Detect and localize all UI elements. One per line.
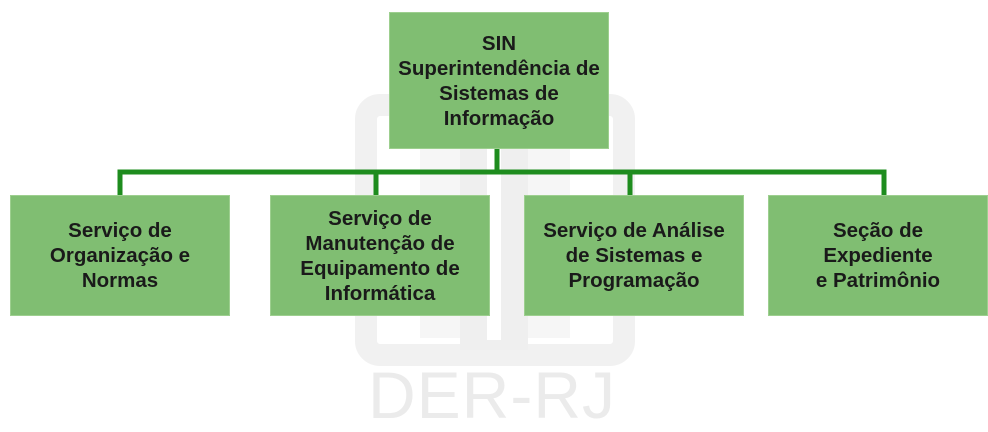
org-child-label: Serviço de Análise de Sistemas e Program… <box>543 219 725 292</box>
org-child-box: Serviço de Organização e Normas <box>10 195 230 316</box>
watermark-text: DER-RJ <box>368 358 616 432</box>
org-root-label: SIN Superintendência de Sistemas de Info… <box>398 31 600 130</box>
org-child-label: Serviço de Manutenção de Equipamento de … <box>300 206 460 305</box>
org-child-box: Serviço de Análise de Sistemas e Program… <box>524 195 744 316</box>
org-child-label: Serviço de Organização e Normas <box>49 219 191 292</box>
org-child-label: Seção de Expediente e Patrimônio <box>815 219 941 292</box>
org-child-box: Seção de Expediente e Patrimônio <box>768 195 988 316</box>
org-child-box: Serviço de Manutenção de Equipamento de … <box>270 195 490 316</box>
org-root-box: SIN Superintendência de Sistemas de Info… <box>389 12 609 149</box>
